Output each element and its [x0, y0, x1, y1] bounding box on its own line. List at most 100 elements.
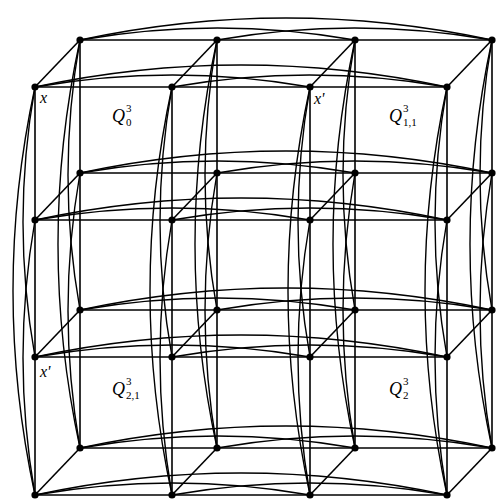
wrap-edge	[35, 65, 447, 87]
subcube-superscript: 3	[126, 376, 132, 387]
vertex-dot	[213, 169, 220, 176]
vertex-dot	[306, 216, 313, 223]
graph-edge	[172, 356, 310, 358]
vertices	[31, 36, 495, 498]
vertex-label: x'	[40, 364, 51, 380]
graph-edge	[491, 173, 493, 310]
graph-edge	[34, 220, 36, 357]
vertex-dot	[488, 306, 495, 313]
graph-edge	[310, 86, 447, 88]
graph-edge	[216, 173, 218, 310]
subcube-label: Q	[112, 380, 125, 398]
vertex-dot	[213, 36, 220, 43]
wrap-edge	[333, 40, 355, 448]
wrap-edge	[195, 40, 217, 448]
graph-edge	[217, 447, 355, 449]
graph-edge	[447, 310, 492, 357]
wrap-edge	[35, 335, 447, 357]
graph-edge	[79, 173, 81, 310]
wrap-edge	[58, 40, 80, 448]
graph-edge	[172, 86, 310, 88]
vertex-dot	[76, 36, 83, 43]
vertex-dot	[168, 353, 175, 360]
wrap-edge	[80, 288, 492, 310]
vertex-dot	[351, 444, 358, 451]
wrap-edge	[35, 198, 447, 220]
subcube-superscript: 3	[403, 103, 409, 114]
graph-edge	[35, 494, 172, 496]
graph-edge	[34, 357, 36, 495]
graph-edge	[217, 309, 355, 311]
vertex-dot	[306, 491, 313, 498]
graph-edge	[217, 39, 355, 41]
subcube-label: Q	[389, 380, 402, 398]
graph-edge	[447, 173, 492, 220]
graph-edge	[354, 173, 356, 310]
graph-edge	[217, 172, 355, 174]
vertex-dot	[443, 83, 450, 90]
graph-edge	[171, 220, 173, 357]
wrap-edge	[80, 426, 492, 448]
vertex-dot	[168, 83, 175, 90]
graph-edge	[216, 310, 218, 448]
graph-edge	[171, 357, 173, 495]
wrap-edge	[470, 40, 492, 448]
graph-edge	[172, 219, 310, 221]
vertex-dot	[351, 169, 358, 176]
wrap-edge	[288, 87, 310, 495]
graph-edge	[446, 87, 448, 220]
graph-edge	[172, 494, 310, 496]
subcube-subscript: 2	[403, 390, 409, 401]
graph-edge	[446, 220, 448, 357]
graph-edge	[355, 172, 492, 174]
vertex-dot	[31, 353, 38, 360]
subcube-subscript: 1,1	[403, 117, 417, 128]
vertex-dot	[351, 36, 358, 43]
graph-edge	[310, 448, 355, 495]
graph-edge	[80, 309, 217, 311]
graph-edge	[80, 172, 217, 174]
graph-edge	[35, 356, 172, 358]
wrap-edge	[80, 151, 492, 173]
vertex-dot	[168, 216, 175, 223]
graph-edge	[355, 39, 492, 41]
vertex-dot	[213, 444, 220, 451]
graph-edge	[80, 39, 217, 41]
vertex-dot	[306, 353, 313, 360]
vertex-dot	[168, 491, 175, 498]
wrap-links	[13, 18, 492, 495]
graph-edge	[35, 219, 172, 221]
subcube-label: Q	[389, 107, 402, 125]
graph-edge	[79, 310, 81, 448]
links	[35, 40, 492, 495]
graph-edge	[355, 309, 492, 311]
vertex-dot	[76, 306, 83, 313]
vertex-dot	[443, 216, 450, 223]
vertex-dot	[31, 83, 38, 90]
graph-edge	[310, 494, 447, 496]
graph-edge	[34, 87, 36, 220]
graph-edge	[310, 310, 355, 357]
vertex-dot	[488, 444, 495, 451]
vertex-dot	[76, 444, 83, 451]
vertex-dot	[443, 353, 450, 360]
graph-edge	[80, 447, 217, 449]
graph-edge	[354, 310, 356, 448]
vertex-dot	[488, 169, 495, 176]
graph-edge	[491, 40, 493, 173]
wrap-edge	[35, 473, 447, 495]
graph-edge	[355, 447, 492, 449]
graph-edge	[172, 310, 217, 357]
wrap-edge	[425, 87, 447, 495]
vertex-dot	[306, 83, 313, 90]
vertex-dot	[213, 306, 220, 313]
wrap-edge	[13, 87, 35, 495]
graph-edge	[310, 173, 355, 220]
vertex-dot	[351, 306, 358, 313]
graph-edge	[172, 448, 217, 495]
vertex-dot	[488, 36, 495, 43]
graph-edge	[79, 40, 81, 173]
vertex-dot	[31, 491, 38, 498]
